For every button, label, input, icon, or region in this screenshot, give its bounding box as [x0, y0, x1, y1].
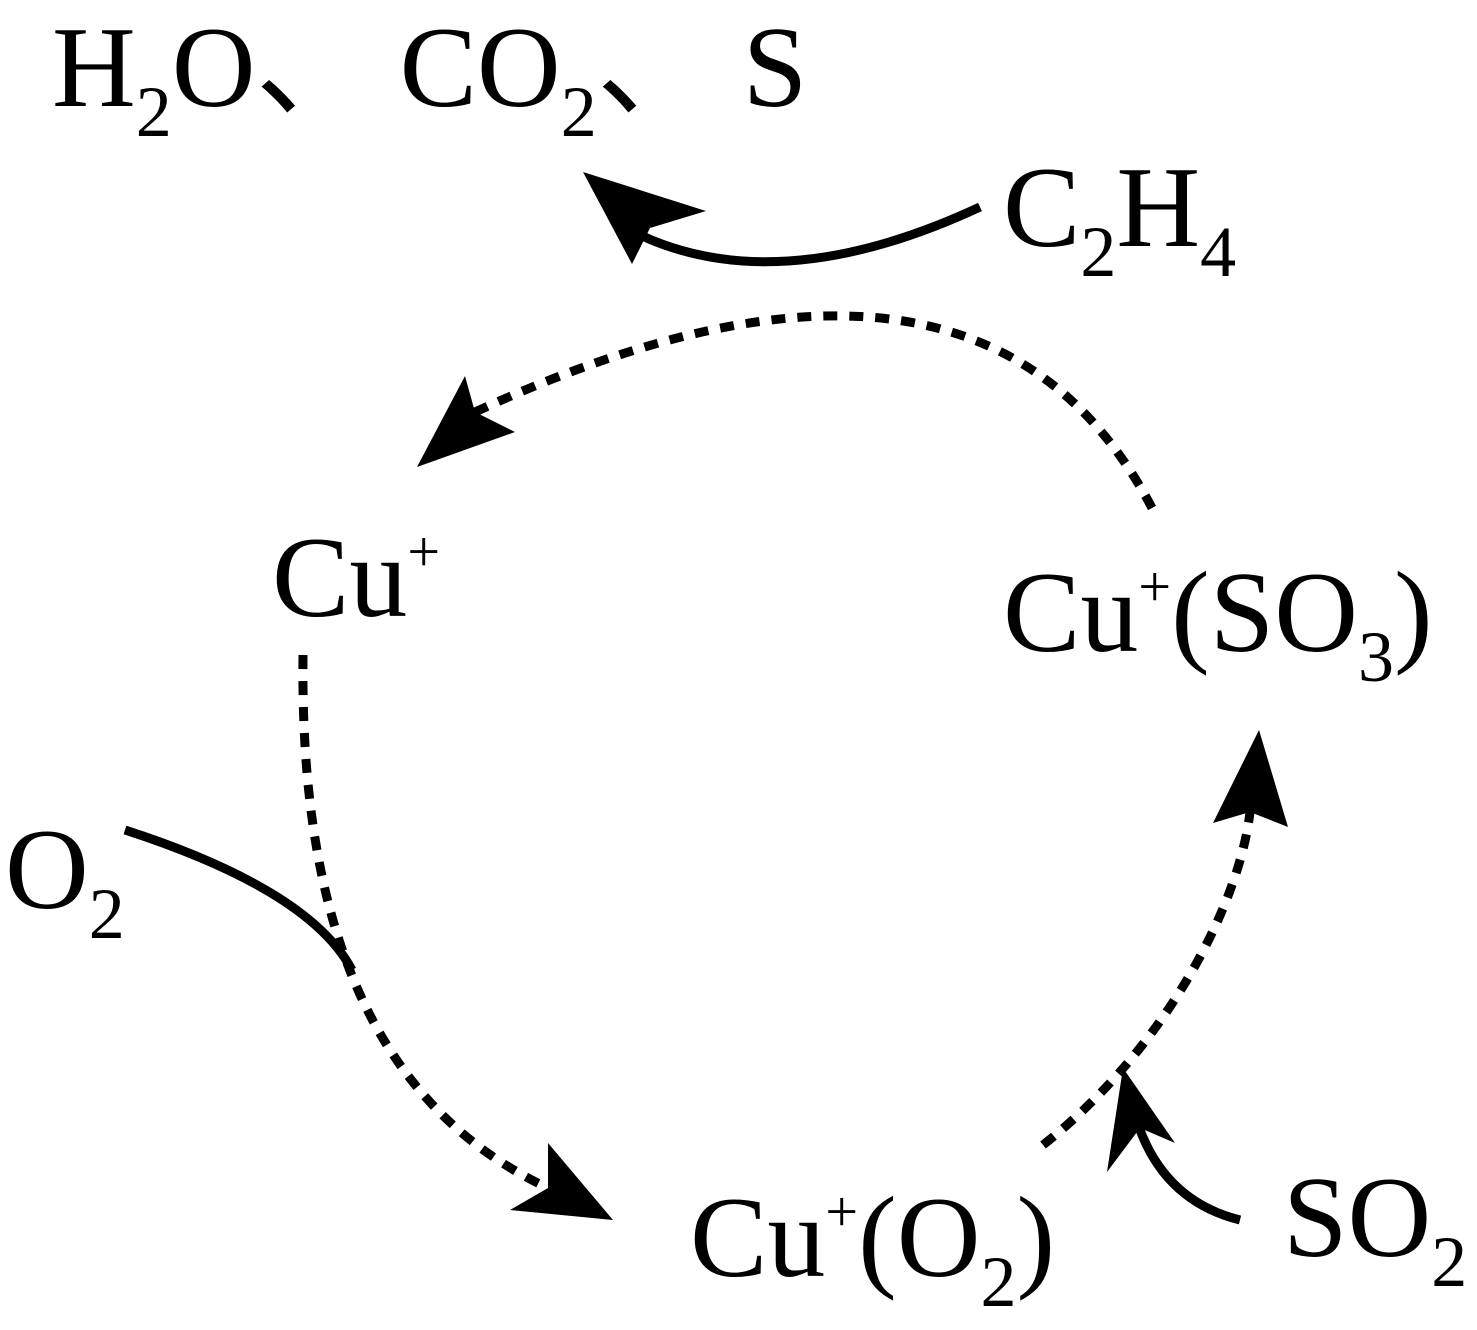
cycle-arc-right — [1040, 811, 1255, 1149]
so2-base: SO — [1283, 1154, 1432, 1282]
cu-o2-charge: + — [825, 1178, 859, 1244]
arrowhead-to-cu-so3 — [1213, 730, 1288, 827]
products-label: H2O、CO2、S — [52, 10, 807, 148]
cu-plus-base: Cu — [272, 514, 408, 642]
s-base: S — [742, 4, 808, 132]
cu-plus-charge: + — [407, 518, 441, 584]
cu-o2-open: (O — [858, 1174, 981, 1302]
so2-subscript: 2 — [1431, 1222, 1468, 1303]
co2-formula: CO2、 — [399, 4, 713, 148]
o2-input-arc — [123, 825, 356, 973]
so2-input-arc — [1130, 1113, 1242, 1225]
cu-o2-subscript: 2 — [980, 1242, 1017, 1323]
co2-tail: 、 — [596, 4, 713, 132]
cu-so3-subscript: 3 — [1358, 617, 1395, 698]
cycle-arc-top — [473, 311, 1156, 511]
c2h4-label: C2H4 — [1003, 150, 1236, 288]
cu-plus-label: Cu+ — [272, 520, 440, 636]
c2h4-c-subscript: 2 — [1080, 212, 1117, 293]
h2o-formula: H2O、 — [52, 4, 372, 148]
cu-o2-base: Cu — [690, 1174, 826, 1302]
arrowhead-to-cu-o2 — [510, 1143, 613, 1220]
s-formula: S — [743, 4, 808, 132]
so2-label: SO2 — [1283, 1160, 1467, 1298]
c2h4-h-subscript: 4 — [1200, 212, 1237, 293]
arrowhead-to-products — [583, 172, 706, 264]
c2h4-h: H — [1116, 144, 1201, 272]
h2o-base: H — [52, 4, 136, 132]
c2h4-input-arc — [638, 202, 982, 267]
cu-so3-label: Cu+(SO3) — [1003, 553, 1433, 693]
o2-label: O2 — [5, 812, 125, 950]
h2o-tail: O、 — [171, 4, 372, 132]
cu-o2-close: ) — [1016, 1174, 1056, 1302]
co2-subscript: 2 — [560, 72, 597, 153]
cu-o2-label: Cu+(O2) — [690, 1178, 1055, 1318]
o2-subscript: 2 — [88, 874, 125, 955]
arrowhead-so2-in — [1107, 1068, 1175, 1172]
cu-so3-open: (SO — [1171, 549, 1359, 677]
cu-so3-base: Cu — [1003, 549, 1139, 677]
cu-so3-close: ) — [1394, 549, 1433, 677]
cycle-arc-left — [298, 654, 550, 1193]
o2-base: O — [5, 806, 89, 934]
cu-so3-charge: + — [1138, 553, 1172, 619]
co2-base: CO — [399, 4, 561, 132]
c2h4-c: C — [1003, 144, 1081, 272]
h2o-subscript: 2 — [135, 72, 172, 153]
arrowhead-to-cu-plus — [417, 376, 515, 467]
